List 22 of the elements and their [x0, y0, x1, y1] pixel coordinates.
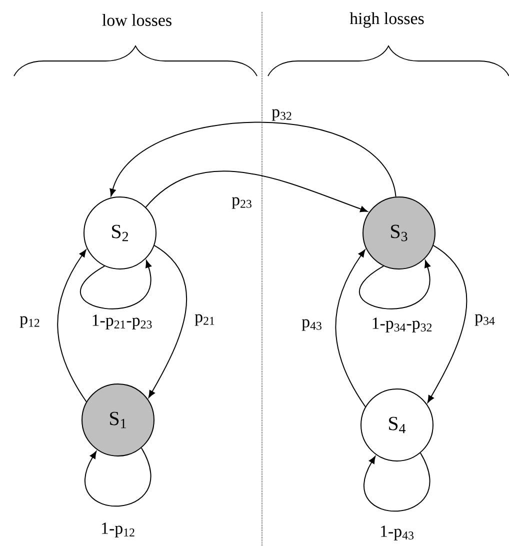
arrow	[145, 170, 368, 212]
arrow	[80, 260, 152, 310]
heading: high losses	[350, 12, 424, 28]
edge-label: 1-p$_{34}$-p$_{32}$	[370, 316, 434, 334]
edge-label: 1-p$_{12}$	[100, 522, 136, 538]
arrow	[335, 250, 366, 408]
edge-label: 1-p$_{43}$	[378, 524, 416, 542]
edge-label: p$_{34}$	[474, 313, 496, 327]
edge-label: p$_{21}$	[194, 313, 216, 327]
heading: low losses	[102, 14, 172, 26]
arrow	[427, 244, 468, 403]
arrow	[110, 122, 396, 198]
edge-label: p$_{43}$	[300, 318, 324, 332]
arrow	[57, 250, 87, 402]
edge-label: p$_{32}$	[270, 108, 294, 122]
arrow	[359, 260, 430, 310]
edge-label: 1-p$_{21}$-p$_{23}$	[90, 314, 154, 330]
edge-label: p$_{12}$	[18, 315, 42, 329]
arrow	[84, 447, 152, 507]
edge-label: p$_{23}$	[230, 196, 254, 210]
arrow	[148, 244, 188, 398]
arrow	[364, 452, 430, 512]
